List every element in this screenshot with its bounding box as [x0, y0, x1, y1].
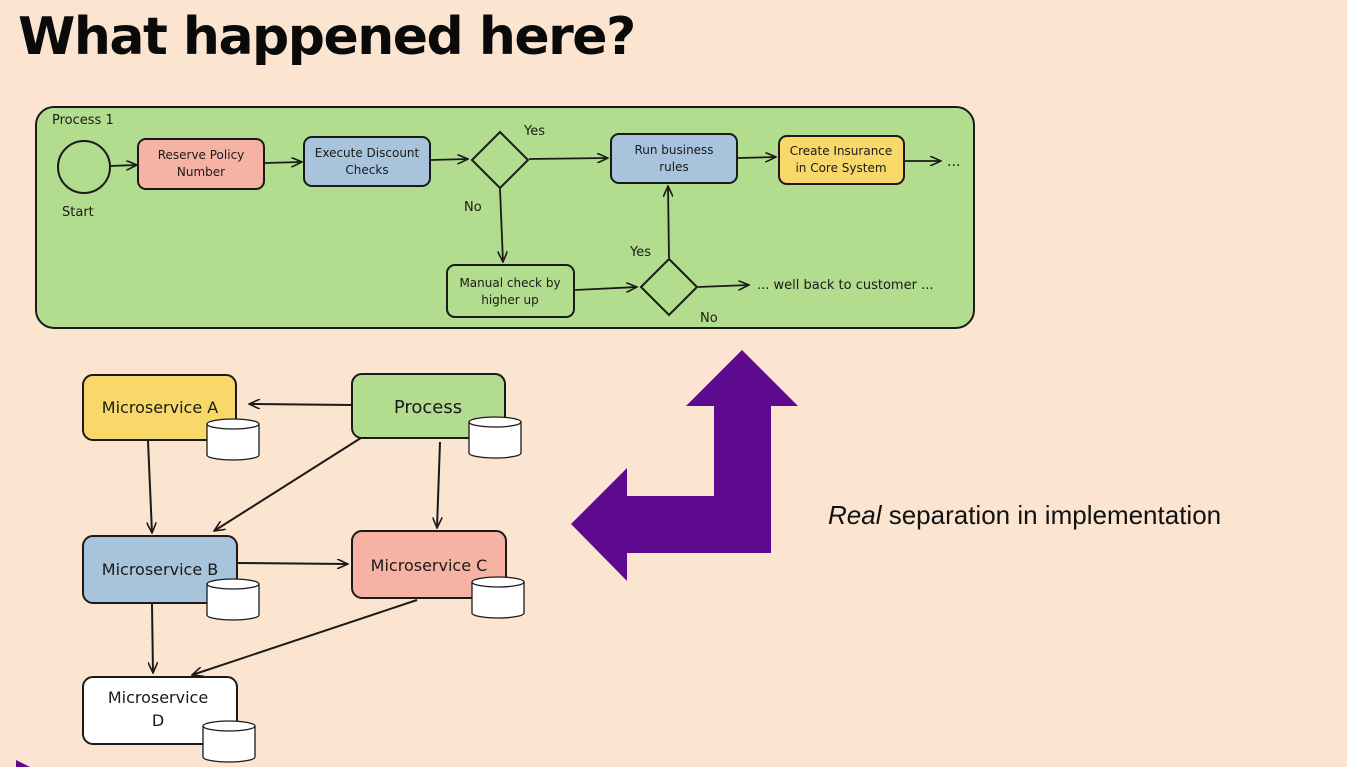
gateway-1-no-label: No	[464, 200, 482, 215]
microservice-d-label-2: D	[152, 711, 164, 730]
gateway-1-diamond	[470, 130, 530, 190]
step-rules-label-2: rules	[659, 160, 689, 174]
database-icon	[468, 416, 522, 459]
caption-emphasis: Real	[828, 500, 882, 530]
gateway-2-diamond	[639, 257, 699, 317]
step-create-label-2: in Core System	[795, 161, 886, 175]
gateway-2-yes-label: Yes	[629, 245, 651, 260]
gateway-1-yes-label: Yes	[523, 124, 545, 139]
microservice-a-label: Microservice A	[102, 398, 218, 417]
database-icon	[471, 576, 525, 619]
step-create-label-1: Create Insurance	[790, 144, 893, 158]
process-box-label: Process	[394, 397, 462, 418]
back-to-customer-label: ... well back to customer ...	[757, 278, 933, 293]
microservice-c-label: Microservice C	[371, 556, 488, 575]
database-icon	[202, 720, 256, 763]
step-discount-label-1: Execute Discount	[315, 146, 420, 160]
process-flow-label: Process 1	[52, 113, 114, 128]
step-create-insurance-box	[778, 135, 905, 185]
microservice-d-label-1: Microservice	[108, 688, 208, 707]
continuation-ellipsis: ...	[947, 154, 960, 170]
microservice-b-label: Microservice B	[102, 560, 218, 579]
database-icon	[206, 578, 260, 621]
purple-turn-arrow-icon	[571, 350, 798, 581]
database-icon	[206, 418, 260, 461]
process-box	[351, 373, 506, 439]
start-event-circle	[57, 140, 111, 194]
step-manual-label-2: higher up	[481, 293, 539, 307]
process-flow-panel: Process 1 Start Reserve Policy Number Ex…	[35, 106, 975, 329]
step-reserve-policy-box	[137, 138, 265, 190]
step-manual-check-box	[446, 264, 575, 318]
separation-caption: Real separation in implementation	[828, 500, 1221, 531]
step-reserve-label-1: Reserve Policy	[158, 148, 245, 162]
step-discount-label-2: Checks	[345, 163, 388, 177]
caption-rest: separation in implementation	[881, 500, 1222, 530]
process-flow-arrows	[109, 157, 941, 290]
microservice-d-box	[82, 676, 238, 745]
microservice-arrows	[148, 404, 440, 675]
gateway-2-no-label: No	[700, 311, 718, 326]
step-manual-label-1: Manual check by	[459, 276, 560, 290]
start-label: Start	[62, 205, 94, 220]
step-business-rules-box	[610, 133, 738, 184]
step-discount-checks-box	[303, 136, 431, 187]
slide-title: What happened here?	[18, 7, 636, 67]
step-rules-label-1: Run business	[634, 143, 713, 157]
microservice-c-box	[351, 530, 507, 599]
slide-nav-marker-icon	[16, 760, 30, 767]
microservices-diagram: Process Microservice A Microservice B Mi…	[82, 373, 525, 763]
step-reserve-label-2: Number	[177, 165, 225, 179]
microservice-b-box	[82, 535, 238, 604]
microservice-a-box	[82, 374, 237, 441]
